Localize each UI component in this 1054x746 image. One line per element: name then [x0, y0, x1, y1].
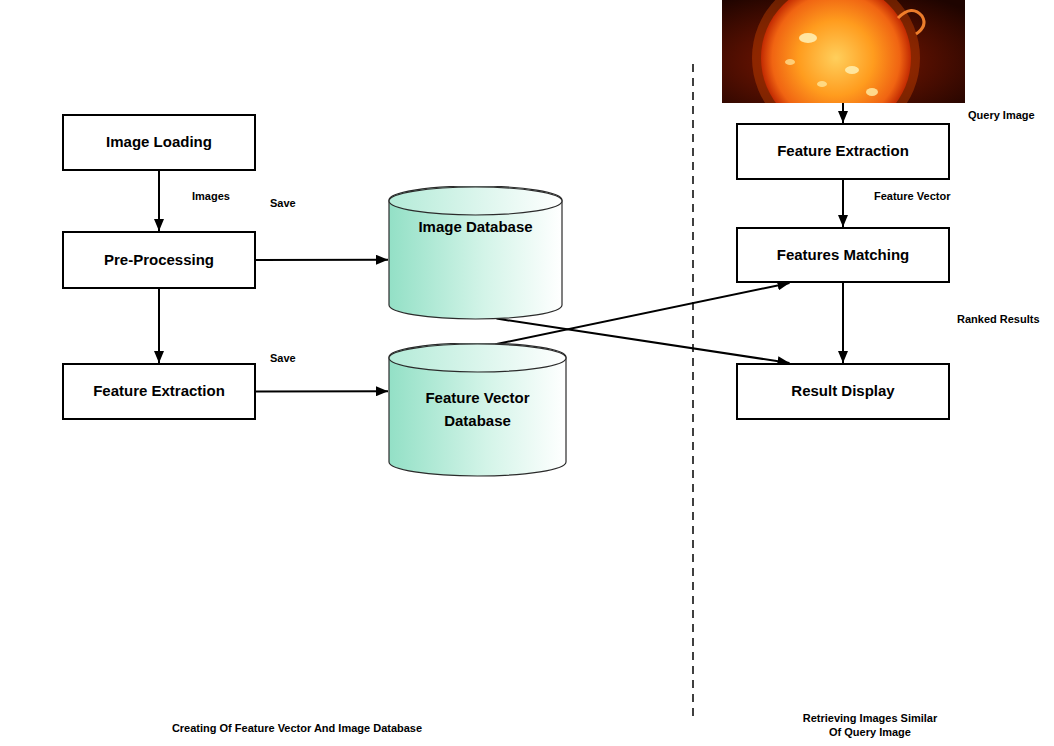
sun-spot — [845, 66, 859, 74]
node-label: Features Matching — [777, 244, 910, 267]
edge-label: Feature Vector — [872, 190, 952, 204]
sun-spot — [866, 88, 878, 96]
edge-label: Ranked Results — [955, 313, 1042, 327]
node-label: Image Loading — [106, 131, 212, 154]
cylinder-body — [389, 186, 562, 319]
divider-line — [692, 64, 694, 716]
sun-spot — [817, 81, 827, 87]
node-label: Feature Extraction — [777, 140, 909, 163]
edge-label: Images — [190, 190, 232, 204]
node-label: Image Database — [418, 216, 532, 239]
node-label: Feature Extraction — [93, 380, 225, 403]
database-cylinder: Image Database — [388, 186, 563, 320]
flow-arrow — [842, 283, 844, 363]
database-cylinder: Feature Vector Database — [388, 343, 567, 477]
input-label: Query Image — [968, 109, 1035, 123]
flow-arrow — [158, 289, 160, 363]
process-box: Pre-Processing — [62, 231, 256, 289]
sun-glow — [752, 0, 920, 103]
cylinder-outline — [388, 343, 567, 477]
query-image — [722, 0, 965, 103]
query-arrow — [842, 103, 844, 123]
process-box: Feature Extraction — [736, 123, 950, 180]
flow-arrow — [256, 390, 388, 392]
edge-label: Save — [268, 197, 298, 211]
process-box: Image Loading — [62, 114, 256, 171]
process-box: Result Display — [736, 363, 950, 420]
cylinder-outline — [388, 186, 563, 320]
cylinder-top — [389, 344, 566, 372]
flow-arrow — [158, 171, 160, 231]
node-label: Pre-Processing — [104, 249, 214, 272]
node-label: Feature Vector Database — [408, 387, 547, 432]
cylinder-top — [389, 187, 562, 215]
section-caption: Creating Of Feature Vector And Image Dat… — [0, 722, 594, 736]
process-box: Feature Extraction — [62, 363, 256, 420]
flow-arrow — [842, 180, 844, 227]
process-box: Features Matching — [736, 227, 950, 283]
sun-disk — [761, 0, 911, 103]
sun-spot — [799, 33, 817, 43]
sun-spot — [785, 59, 795, 65]
node-label: Result Display — [791, 380, 894, 403]
edge-label: Save — [268, 352, 298, 366]
cylinder-body — [389, 343, 566, 476]
flow-arrow — [256, 259, 388, 261]
section-caption: Retrieving Images Similar Of Query Image — [799, 712, 941, 740]
solar-prominence — [898, 10, 924, 34]
